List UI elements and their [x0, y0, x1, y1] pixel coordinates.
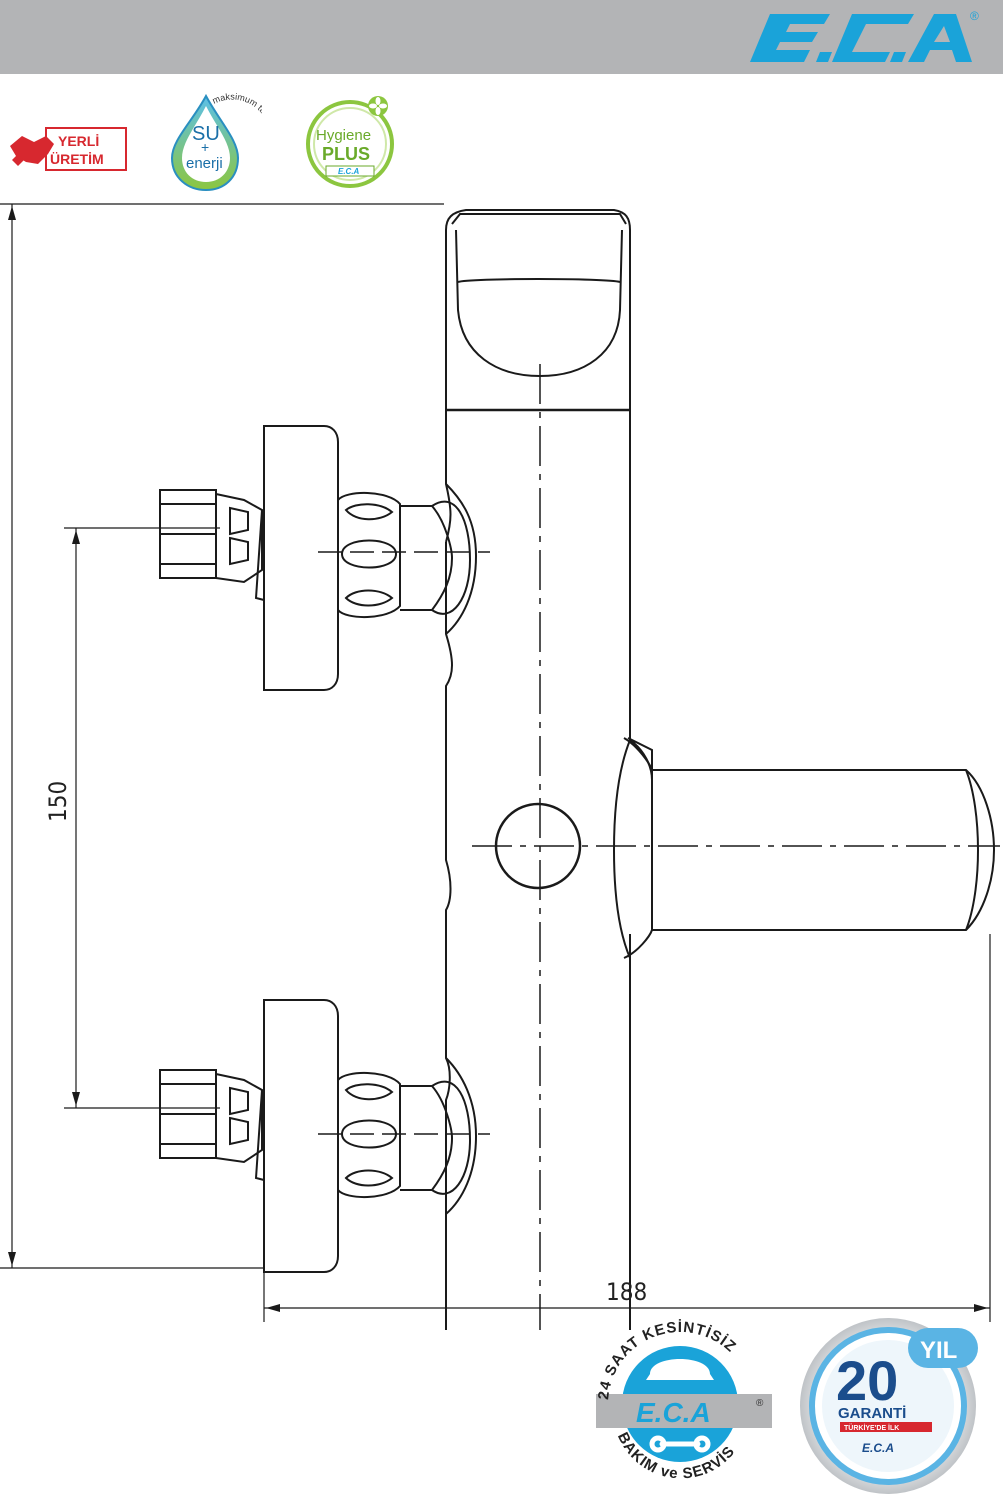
technical-drawing: 150 188: [0, 203, 1000, 1330]
upper-eccentric-nut: [337, 491, 401, 619]
leaf-icon: [368, 96, 388, 116]
helmet-icon: [646, 1359, 714, 1380]
yerli-uretim-badge: YERLİ ÜRETİM: [10, 127, 127, 171]
service-badge: E.C.A ® 24 SAAT KESİNTİSİZ BAKIM ve SERV…: [595, 1319, 772, 1483]
right-spout: [623, 737, 996, 959]
wrench-icon: [649, 1435, 711, 1453]
hygiene-text: Hygiene: [316, 127, 371, 144]
hygiene-brand: E.C.A: [338, 167, 360, 176]
warranty-badge: YIL 20 GARANTİ TÜRKİYE'DE İLK E.C.A: [800, 1318, 978, 1494]
warranty-brand: E.C.A: [862, 1441, 894, 1455]
service-brand: E.C.A: [636, 1397, 711, 1428]
warranty-label: GARANTİ: [838, 1405, 906, 1422]
su-enerji-badge: SU + enerji maksimum tasarruf: [170, 92, 262, 192]
plus-label: PLUS: [322, 144, 370, 164]
hygiene-plus-badge: Hygiene PLUS E.C.A: [306, 96, 394, 188]
brand-logo: ®: [750, 9, 979, 62]
warranty-unit: YIL: [920, 1337, 957, 1364]
service-registered: ®: [756, 1398, 764, 1409]
handshake-icon: [10, 136, 54, 166]
plus-text: +: [201, 139, 209, 155]
registered-mark: ®: [970, 9, 979, 23]
lower-wall-flange: [263, 999, 339, 1273]
enerji-text: enerji: [186, 155, 223, 172]
upper-wall-flange: [263, 425, 339, 691]
uretim-text: ÜRETİM: [50, 151, 104, 167]
su-text: SU: [192, 123, 220, 145]
lower-eccentric-nut: [337, 1071, 401, 1199]
top-handle: [445, 209, 631, 411]
warranty-number: 20: [836, 1349, 898, 1412]
dimension-188-label: 188: [606, 1278, 647, 1306]
dimension-150-label: 150: [44, 781, 72, 822]
warranty-strip: TÜRKİYE'DE İLK: [844, 1423, 899, 1432]
valve-body-left-edge: [445, 410, 452, 543]
yerli-text: YERLİ: [58, 133, 99, 149]
